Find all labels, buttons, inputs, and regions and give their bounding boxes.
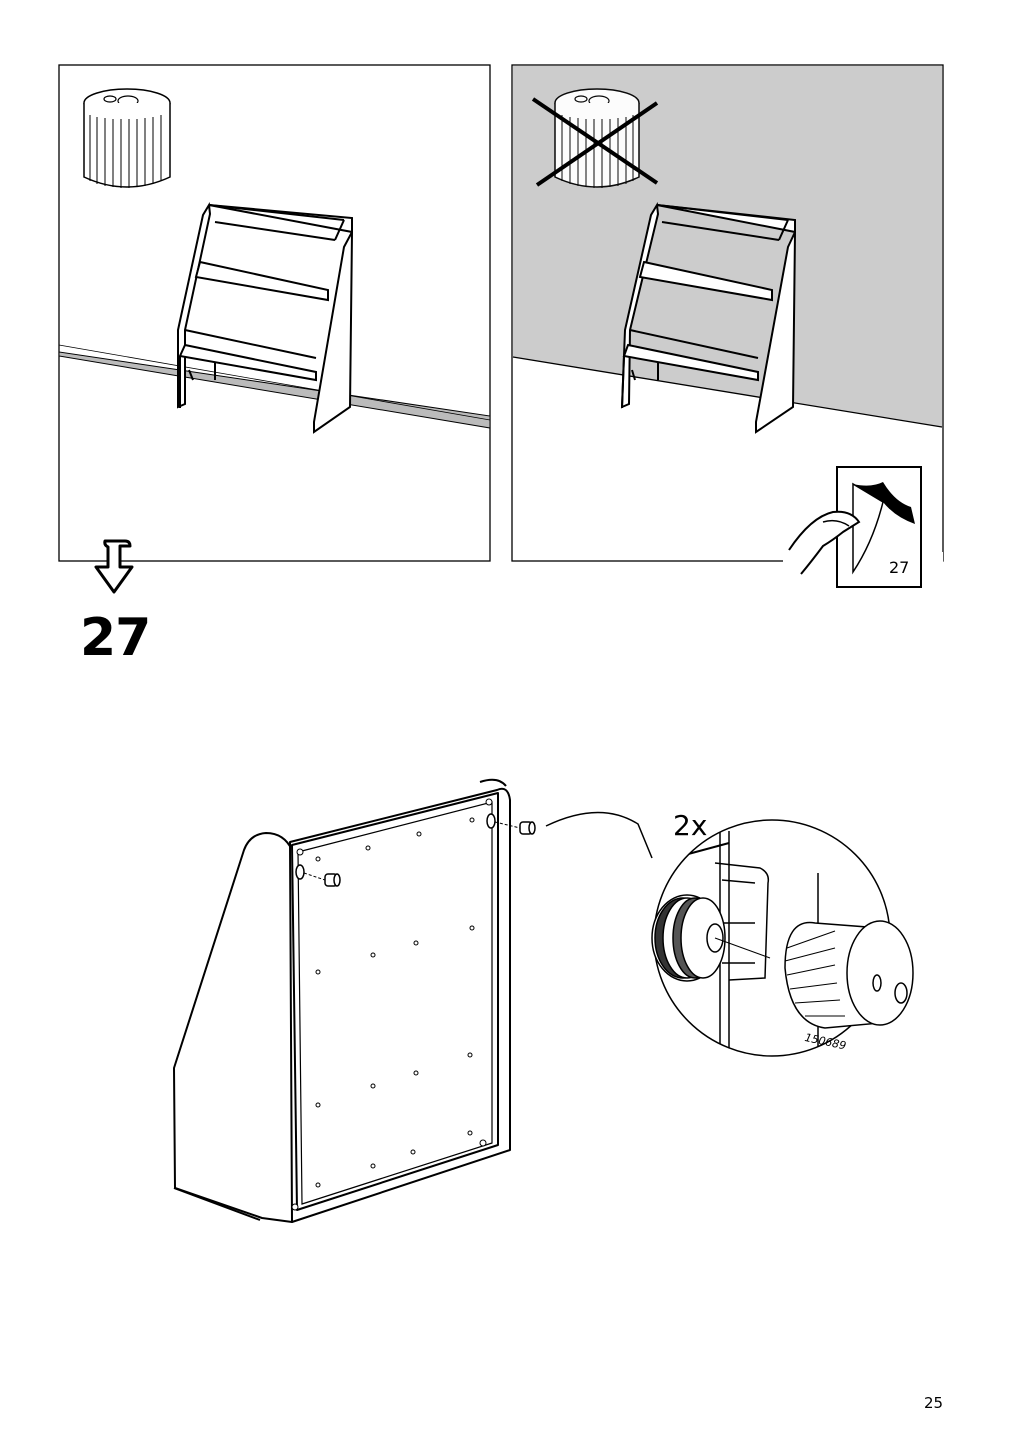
reference-step-number: 27 (889, 558, 910, 577)
foot-glide-icon (83, 88, 171, 188)
next-step-arrow-icon (94, 539, 134, 594)
no-glide-icon (531, 88, 659, 188)
step-number: 27 (80, 608, 151, 668)
glide-detail-callout (651, 819, 914, 1057)
page-number: 25 (924, 1394, 944, 1412)
quantity-label: 2x (673, 809, 708, 842)
turn-page-icon (783, 466, 943, 588)
